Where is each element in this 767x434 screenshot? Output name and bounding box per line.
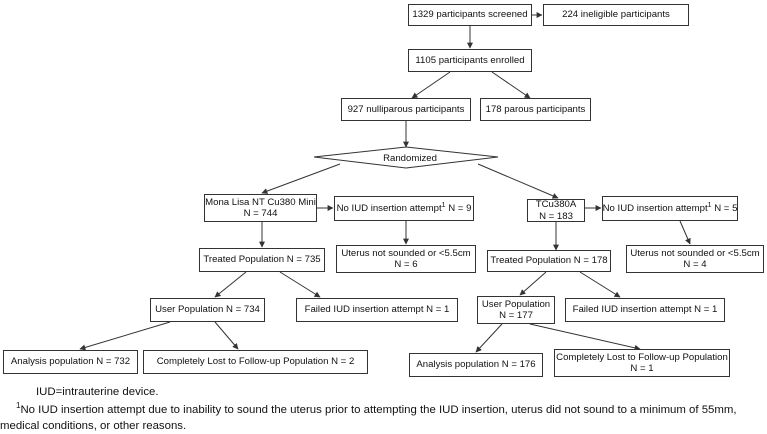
box-arm-b-treated: Treated Population N = 178 <box>487 250 611 272</box>
arm-a-uterus-line2: N = 6 <box>394 259 418 270</box>
arm-a-name: Mona Lisa NT Cu380 Mini <box>205 196 316 208</box>
arm-a-user-text: User Population N = 734 <box>155 304 260 316</box>
box-nulliparous: 927 nulliparous participants <box>341 98 471 121</box>
arm-b-no-attempt-text: No IUD insertion attempt1 N = 5 <box>602 201 738 214</box>
arm-b-n: N = 183 <box>539 210 573 222</box>
box-enrolled: 1105 participants enrolled <box>408 49 532 72</box>
screened-text: 1329 participants screened <box>412 9 528 21</box>
ineligible-text: 224 ineligible participants <box>562 9 670 21</box>
arm-b-user-line1: User Population <box>481 298 551 310</box>
arrow-arm-a-treated-user <box>214 271 247 298</box>
arm-b-lost-line1: Completely Lost to Follow-up Population <box>556 351 728 363</box>
box-arm-a-analysis: Analysis population N = 732 <box>3 350 138 374</box>
nulliparous-text: 927 nulliparous participants <box>347 103 465 115</box>
arrow-arm-b-treated-user <box>519 271 547 296</box>
arrow-arm-b-treated-failed <box>579 271 621 298</box>
arm-b-analysis-text: Analysis population N = 176 <box>416 359 536 371</box>
arm-b-uterus-line2: N = 4 <box>683 259 707 270</box>
arm-b-treated-text: Treated Population N = 178 <box>490 255 608 267</box>
figure-notes: IUD=intrauterine device. 1No IUD inserti… <box>0 384 767 434</box>
box-parous: 178 parous participants <box>480 98 591 121</box>
arm-b-name: TCu380A <box>535 199 577 210</box>
arrow-enrolled-parous <box>491 71 531 99</box>
box-arm-b: TCu380A N = 183 <box>527 199 585 222</box>
box-arm-b-uterus: Uterus not sounded or <5.5cm N = 4 <box>626 245 764 273</box>
box-arm-b-analysis: Analysis population N = 176 <box>409 353 543 377</box>
arm-a-treated-text: Treated Population N = 735 <box>203 254 321 266</box>
arrow-arm-a-user-lost <box>214 321 239 350</box>
box-arm-b-lost: Completely Lost to Follow-up Population … <box>554 349 730 377</box>
box-arm-a-lost: Completely Lost to Follow-up Population … <box>143 350 368 374</box>
parous-text: 178 parous participants <box>485 103 586 115</box>
enrolled-text: 1105 participants enrolled <box>415 54 525 66</box>
footnote-marker: 1 <box>707 201 712 209</box>
abbreviation-note: IUD=intrauterine device. <box>36 386 159 398</box>
footnote-1-marker: 1 <box>16 401 21 411</box>
arrow-randomized-arm-b <box>477 163 559 199</box>
box-arm-a-failed: Failed IUD insertion attempt N = 1 <box>296 298 458 322</box>
box-arm-b-user: User Population N = 177 <box>477 296 555 324</box>
arm-b-user-line2: N = 177 <box>499 310 533 321</box>
footnote-marker: 1 <box>441 201 446 209</box>
arm-a-no-attempt-text: No IUD insertion attempt1 N = 9 <box>336 201 472 214</box>
arm-a-lost-text: Completely Lost to Follow-up Population … <box>156 356 355 368</box>
arm-a-analysis-text: Analysis population N = 732 <box>10 356 131 368</box>
box-ineligible: 224 ineligible participants <box>543 4 689 26</box>
arm-a-n: N = 744 <box>243 208 278 219</box>
arrow-arm-a-user-analysis <box>79 321 171 351</box>
randomized-label: Randomized <box>383 152 437 164</box>
arrow-arm-b-no-attempt-uterus <box>679 220 691 245</box>
arm-b-lost-line2: N = 1 <box>630 363 654 374</box>
footnote-1: 1No IUD insertion attempt due to inabili… <box>0 400 767 434</box>
box-arm-b-no-attempt: No IUD insertion attempt1 N = 5 <box>602 196 738 221</box>
box-arm-a: Mona Lisa NT Cu380 Mini N = 744 <box>204 194 317 222</box>
box-arm-a-treated: Treated Population N = 735 <box>199 248 325 272</box>
randomized-diamond <box>313 146 499 169</box>
box-arm-a-uterus: Uterus not sounded or <5.5cm N = 6 <box>336 245 476 273</box>
arm-b-uterus-line1: Uterus not sounded or <5.5cm <box>630 247 760 259</box>
footnote-1-text: No IUD insertion attempt due to inabilit… <box>0 403 737 433</box>
arrow-arm-b-user-lost <box>529 323 641 351</box>
arrow-enrolled-nulliparous <box>411 71 451 99</box>
arrow-arm-a-treated-failed <box>279 271 321 298</box>
arm-a-failed-text: Failed IUD insertion attempt N = 1 <box>304 304 450 316</box>
box-arm-a-user: User Population N = 734 <box>150 298 265 322</box>
box-screened: 1329 participants screened <box>408 4 532 26</box>
arrow-randomized-arm-a <box>261 163 341 194</box>
arm-b-failed-text: Failed IUD insertion attempt N = 1 <box>572 304 718 316</box>
box-arm-a-no-attempt: No IUD insertion attempt1 N = 9 <box>334 196 474 221</box>
arrow-arm-b-user-analysis <box>475 323 503 353</box>
arm-a-uterus-line1: Uterus not sounded or <5.5cm <box>341 247 471 259</box>
box-arm-b-failed: Failed IUD insertion attempt N = 1 <box>565 298 725 322</box>
